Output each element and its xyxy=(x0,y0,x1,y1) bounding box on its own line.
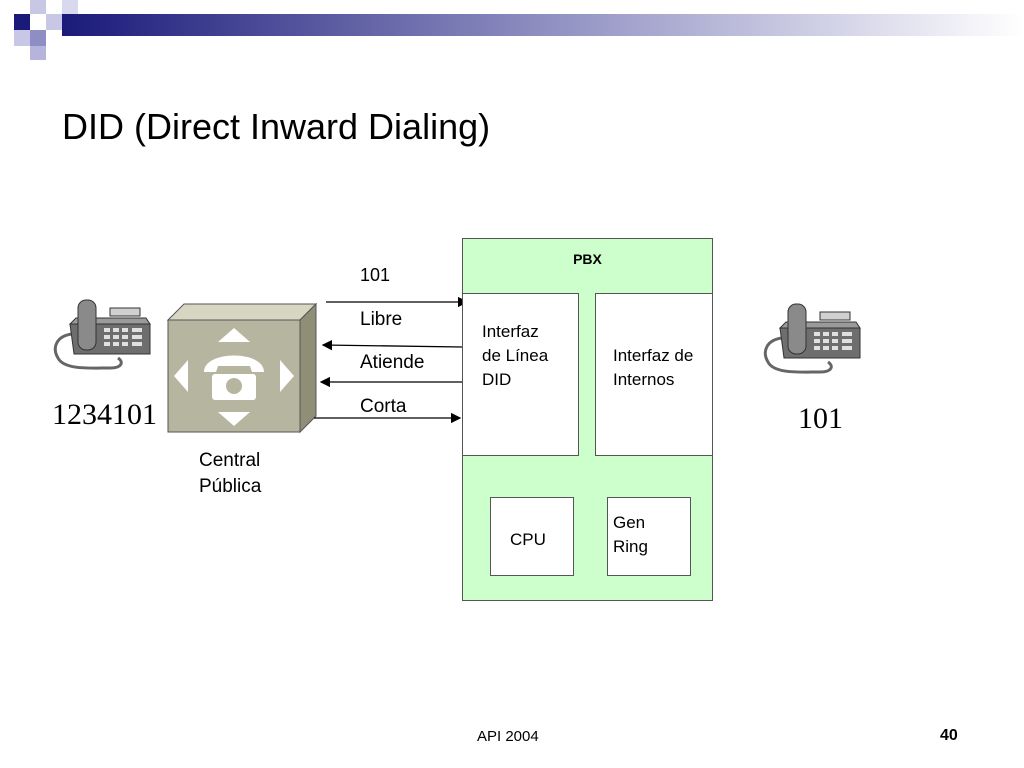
telephone-icon xyxy=(53,299,151,370)
cpu-label: CPU xyxy=(510,530,546,549)
header-decoration xyxy=(14,0,1024,60)
did-line-interface-line3: DID xyxy=(482,370,512,389)
signal-label-corta: Corta xyxy=(360,396,407,417)
cpu-box xyxy=(490,497,574,576)
did-line-interface xyxy=(462,293,579,456)
signal-label-101: 101 xyxy=(360,265,391,285)
callee-number: 101 xyxy=(798,402,843,435)
gen-ring-line1: Gen xyxy=(613,513,646,532)
internal-interface-line1: Interfaz de xyxy=(613,346,694,365)
central-switch-icon xyxy=(166,302,318,434)
internal-interface-line2: Internos xyxy=(613,370,675,389)
caller-number: 1234101 xyxy=(52,398,157,431)
signal-label-atiende: Atiende xyxy=(360,352,425,373)
slide-title: DID (Direct Inward Dialing) xyxy=(62,106,491,147)
telephone-icon xyxy=(763,303,861,374)
arrow-libre xyxy=(321,339,463,351)
central-label-line2: Pública xyxy=(199,476,262,497)
signal-label-libre: Libre xyxy=(360,309,403,330)
did-line-interface-label: Interfaz de Línea DID xyxy=(482,320,548,392)
page-number: 40 xyxy=(940,727,958,744)
footer-text: API 2004 xyxy=(477,728,539,745)
gen-ring-box xyxy=(607,497,691,576)
central-label: Central Pública xyxy=(199,448,261,500)
gen-ring-label: Gen Ring xyxy=(613,511,648,559)
signal-arrows xyxy=(314,296,469,424)
gen-ring-line2: Ring xyxy=(613,537,648,556)
central-label-line1: Central xyxy=(199,450,261,471)
internal-interface xyxy=(595,293,713,456)
did-line-interface-line1: Interfaz xyxy=(482,322,539,341)
internal-interface-label: Interfaz de Internos xyxy=(613,344,693,392)
pbx-title: PBX xyxy=(573,251,602,267)
did-line-interface-line2: de Línea xyxy=(482,346,549,365)
